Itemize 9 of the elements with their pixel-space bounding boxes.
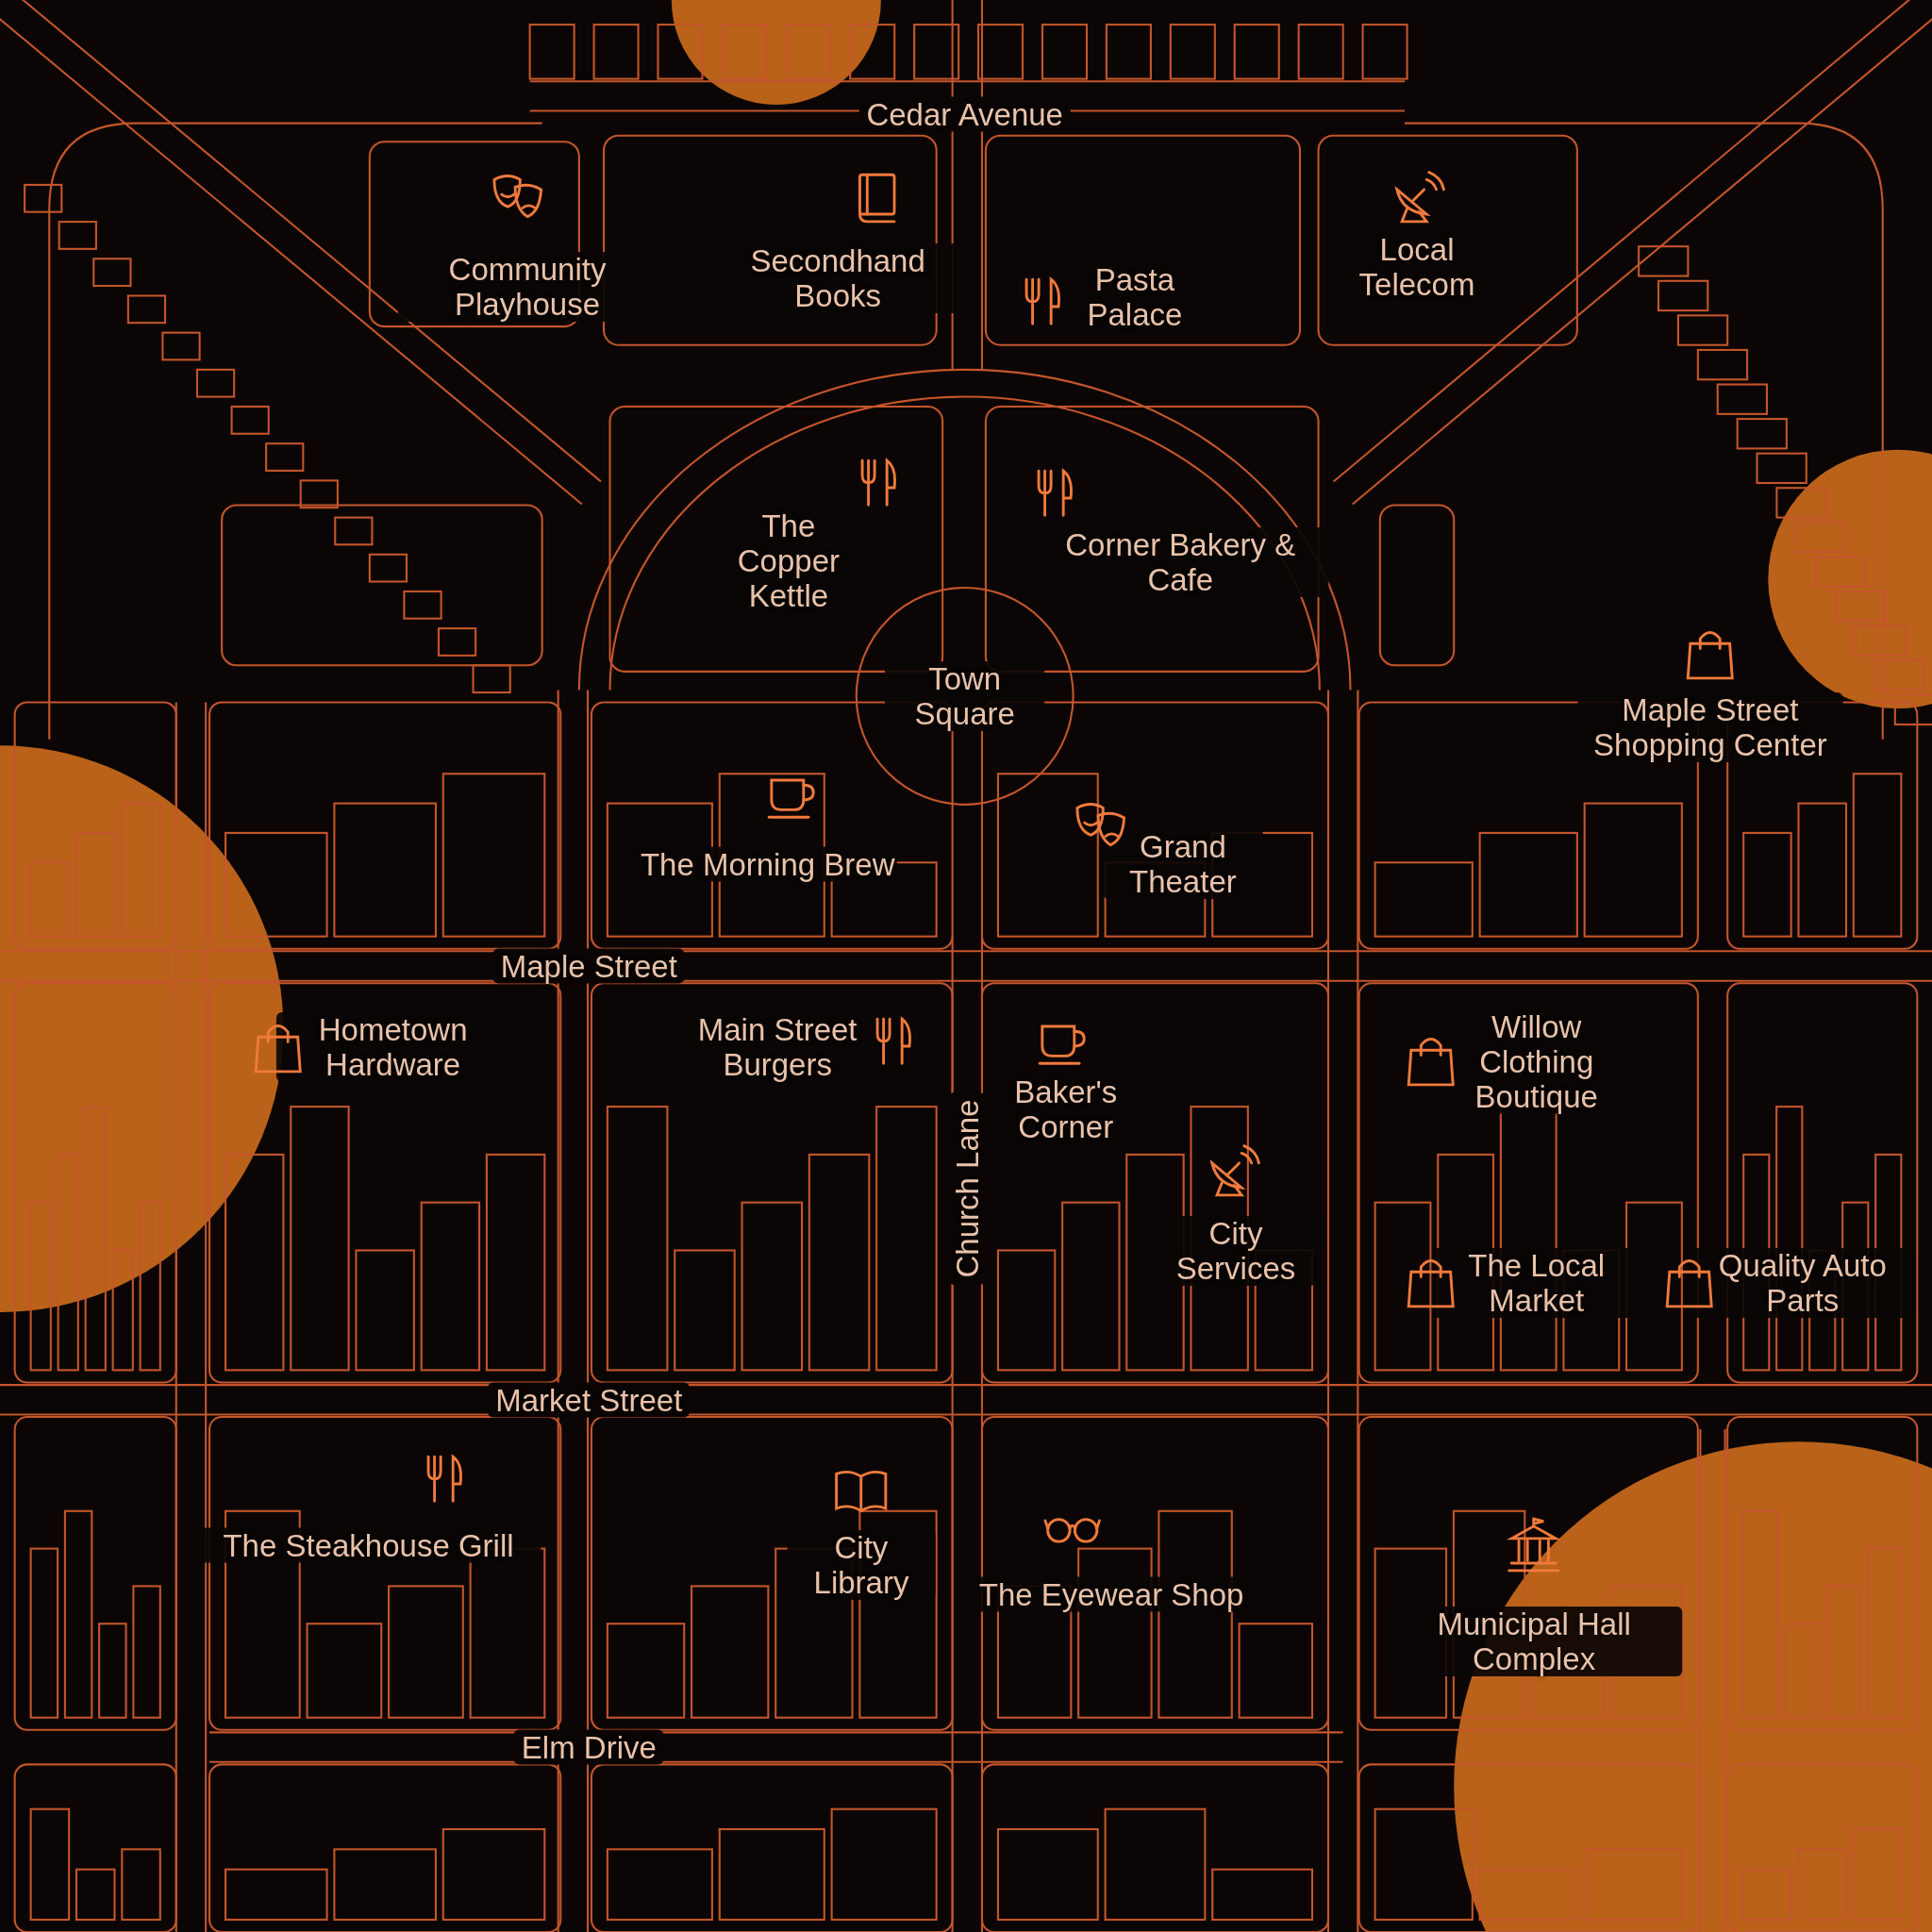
street-name: Elm Drive bbox=[513, 1729, 664, 1765]
street-name: Cedar Avenue bbox=[858, 96, 1071, 132]
place-label: Town Square bbox=[884, 660, 1045, 731]
street-name: Market Street bbox=[488, 1382, 691, 1418]
place-label: Maple Street Shopping Center bbox=[1577, 691, 1843, 762]
place-label: The Morning Brew bbox=[638, 846, 897, 882]
place-label: Grand Theater bbox=[1103, 828, 1263, 899]
street-name: Church Lane bbox=[949, 1091, 985, 1286]
street-name: Maple Street bbox=[492, 948, 685, 984]
